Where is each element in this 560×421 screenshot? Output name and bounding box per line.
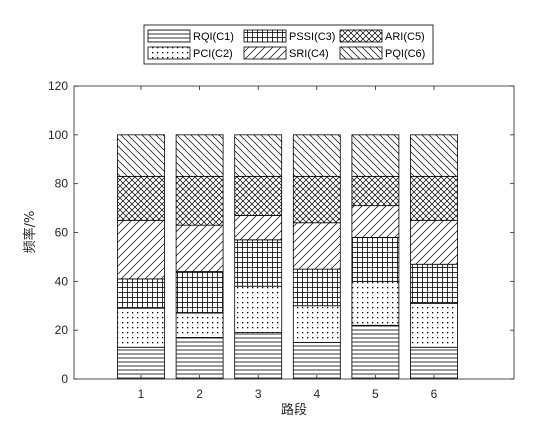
bar-segment-6-road-6 [410,134,458,177]
bar-segment-4-road-5 [351,205,400,238]
legend-label: SRI(C4) [289,48,329,60]
bar-segment-5-road-3 [234,175,283,216]
x-tick-label: 1 [138,387,145,401]
bar-segment-5-road-1 [117,175,165,221]
bar-segment-6-road-5 [351,134,400,177]
bar-segment-1-road-4 [292,341,341,380]
bar-segment-3-road-3 [234,239,283,287]
plot-area: 0 20 40 60 80 100 120 1 2 3 4 5 6 [48,79,515,401]
y-tick-label: 60 [55,226,69,240]
bar-segment-6-road-4 [292,134,341,177]
bar-segment-2-road-2 [175,312,224,338]
bar-segment-1-road-1 [117,346,165,380]
y-tick-label: 20 [55,323,69,337]
y-axis-label: 频率/% [22,211,38,254]
x-axis-label: 路段 [281,402,307,418]
legend-label: PQI(C6) [385,48,425,60]
legend-label: PSSI(C3) [289,31,335,43]
y-tick-label: 40 [55,274,69,288]
legend-swatch [339,29,383,43]
bar-segment-6-road-2 [175,134,224,177]
y-tick-label: 80 [55,177,69,191]
legend-swatch [339,46,383,60]
bars [117,134,458,380]
legend: RQI(C1) PCI(C2) PSSI(C3) SRI(C4) ARI(C5) PQI(… [143,24,434,65]
y-tick-label: 100 [48,128,68,142]
bar-segment-3-road-2 [175,271,224,314]
bar-segment-1-road-5 [351,324,400,380]
bar-segment-5-road-6 [410,175,458,221]
legend-label: ARI(C5) [385,31,425,43]
bar-segment-2-road-3 [234,285,283,334]
legend-swatch [147,46,191,60]
bar-segment-2-road-5 [351,280,400,326]
bar-segment-5-road-4 [292,175,341,224]
bar-segment-5-road-5 [351,175,400,207]
x-tick-label: 3 [255,387,262,401]
bar-segment-4-road-4 [292,222,341,270]
bar-segment-3-road-1 [117,278,165,309]
bar-segment-3-road-5 [351,236,400,282]
bar-segment-6-road-3 [234,134,283,177]
y-tick-label: 0 [61,372,68,386]
legend-swatch [243,46,287,60]
bar-segment-3-road-6 [410,263,458,304]
bar-segment-3-road-4 [292,268,341,307]
y-axis: 0 20 40 60 80 100 120 [48,79,514,386]
bar-segment-4-road-6 [410,219,458,265]
x-tick-label: 2 [196,387,203,401]
x-tick-label: 6 [431,387,438,401]
bar-segment-2-road-4 [292,305,341,343]
bar-segment-4-road-1 [117,219,165,280]
bar-segment-5-road-2 [175,175,224,226]
y-tick-label: 120 [48,79,68,93]
x-tick-label: 5 [372,387,379,401]
bar-segment-1-road-2 [175,337,224,380]
legend-swatch [243,29,287,43]
bar-segment-4-road-3 [234,215,283,241]
bar-segment-4-road-2 [175,224,224,272]
bar-segment-2-road-1 [117,307,165,348]
x-axis: 1 2 3 4 5 6 [138,86,438,401]
bar-segment-1-road-6 [410,346,458,380]
x-tick-label: 4 [313,387,320,401]
bar-segment-1-road-3 [234,332,283,380]
legend-box [143,24,434,65]
bar-segment-2-road-6 [410,302,458,348]
legend-label: PCI(C2) [193,48,233,60]
legend-label: RQI(C1) [193,31,234,43]
legend-swatch [147,29,191,43]
bar-segment-6-road-1 [117,134,165,177]
